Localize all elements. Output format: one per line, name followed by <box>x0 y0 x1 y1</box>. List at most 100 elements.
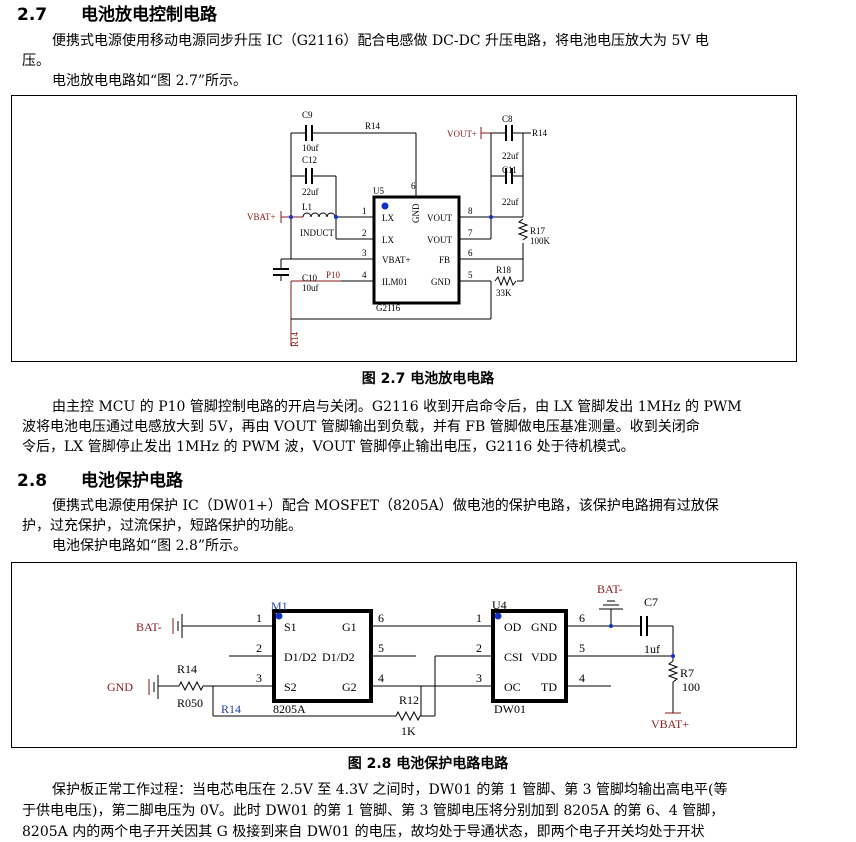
c12-label: C12 <box>302 155 317 165</box>
c10-label: C10 <box>302 273 318 283</box>
c11-label: C11 <box>502 165 517 175</box>
u4-pin-vdd: VDD <box>531 650 557 664</box>
m1-pin-4: 4 <box>378 671 384 685</box>
pin-fb: FB <box>439 255 450 265</box>
paragraph-intro-line1: 便携式电源使用保护 IC（DW01+）配合 MOSFET（8205A）做电池的保… <box>52 498 719 514</box>
paragraph-body-line2: 于供电电压)，第二脚电压为 0V。此时 DW01 的第 1 管脚、第 3 管脚电… <box>22 803 725 819</box>
paragraph-body-line1: 由主控 MCU 的 P10 管脚控制电路的开启与关闭。G2116 收到开启命令后… <box>52 399 742 415</box>
c8-value: 22uf <box>502 151 519 161</box>
r12-value: 1K <box>401 724 416 738</box>
r18-label: R18 <box>496 265 512 275</box>
u4-pin-3: 3 <box>476 671 482 685</box>
discharge-circuit-schematic: C9 10uf C12 22uf R14 U5 6 GND VBAT+ L1 I… <box>247 110 551 347</box>
figure-2-7-frame: C9 10uf C12 22uf R14 U5 6 GND VBAT+ L1 I… <box>11 95 797 362</box>
r14-right-label: R14 <box>532 128 548 138</box>
c7-value: 1uf <box>644 642 660 656</box>
r14-net-label: R14 <box>221 702 241 716</box>
paragraph-figure-ref: 电池放电电路如“图 2.7”所示。 <box>52 73 248 89</box>
section-title: 电池放电控制电路 <box>81 5 217 25</box>
left-pin-1: 1 <box>362 206 367 216</box>
r14-label: R14 <box>177 662 197 676</box>
r17-label: R17 <box>530 226 546 236</box>
gnd-label: GND <box>107 680 133 694</box>
protection-circuit-schematic: BAT- GND R14 R050 R14 M1 1 2 3 S1 D1/D2 … <box>107 582 700 738</box>
paragraph-figure-ref: 电池保护电路如“图 2.8”所示。 <box>52 538 248 554</box>
pin-vbat: VBAT+ <box>382 255 411 265</box>
paragraph-body-line3: 8205A 内的两个电子开关因其 G 极接到来自 DW01 的电压，故均处于导通… <box>22 824 705 840</box>
r17-value: 100K <box>530 236 551 246</box>
m1-pin-g2: G2 <box>342 680 357 694</box>
pin-vout1: VOUT <box>427 213 452 223</box>
m1-chip-name: 8205A <box>273 702 306 716</box>
m1-pin-g1: G1 <box>342 620 357 634</box>
m1-pin-5: 5 <box>378 641 384 655</box>
figure-2-8-frame: BAT- GND R14 R050 R14 M1 1 2 3 S1 D1/D2 … <box>11 562 797 748</box>
vbat-label: VBAT+ <box>651 717 689 731</box>
inductor-value: INDUCT <box>300 228 334 238</box>
section-number: 2.8 <box>17 471 48 491</box>
paragraph-body-line2: 波将电池电压通过电感放大到 5V，再由 VOUT 管脚输出到负载，并有 FB 管… <box>22 419 700 435</box>
right-pin-5: 5 <box>468 270 473 280</box>
m1-pin-2: 2 <box>256 641 262 655</box>
left-pin-4: 4 <box>362 270 367 280</box>
l1-label: L1 <box>302 202 312 212</box>
paragraph-body-line3: 令后，LX 管脚停止发出 1MHz 的 PWM 波，VOUT 管脚停止输出电压，… <box>22 439 635 455</box>
pin-vout2: VOUT <box>427 235 452 245</box>
figure-2-7-caption: 图 2.7 电池放电电路 <box>361 371 495 387</box>
vbat-input-label: VBAT+ <box>247 212 276 222</box>
r14-bottom-label: R14 <box>290 331 300 347</box>
r7-label: R7 <box>680 666 694 680</box>
gnd-pin-label: GND <box>411 203 421 223</box>
u4-pin-1: 1 <box>476 611 482 625</box>
right-pin-7: 7 <box>468 228 473 238</box>
u4-pin-5: 5 <box>579 641 585 655</box>
figure-2-8-caption: 图 2.8 电池保护电路电路 <box>347 756 509 772</box>
c7-label: C7 <box>644 595 658 609</box>
m1-pin-3: 3 <box>256 671 262 685</box>
left-pin-2: 2 <box>362 228 367 238</box>
m1-pin-d1d2-right: D1/D2 <box>322 650 355 664</box>
u4-label: U4 <box>492 598 507 612</box>
u4-pin-4: 4 <box>579 671 585 685</box>
m1-pin-s2: S2 <box>284 680 297 694</box>
u4-pin-td: TD <box>541 680 557 694</box>
right-pin-6: 6 <box>468 248 473 258</box>
p10-label: P10 <box>326 270 341 280</box>
section-number: 2.7 <box>17 5 48 25</box>
section-title: 电池保护电路 <box>81 471 183 491</box>
r7-value: 100 <box>682 680 700 694</box>
c8-label: C8 <box>502 114 513 124</box>
r14-top-label: R14 <box>365 121 381 131</box>
vout-label: VOUT+ <box>447 129 477 139</box>
c9-value: 10uf <box>302 143 319 153</box>
u4-pin-oc: OC <box>504 680 521 694</box>
r14-value: R050 <box>177 696 203 710</box>
pin-ilm: ILM01 <box>382 277 408 287</box>
c12-value: 22uf <box>302 187 319 197</box>
right-pin-8: 8 <box>468 206 473 216</box>
paragraph-intro-line1: 便携式电源使用移动电源同步升压 IC（G2116）配合电感做 DC-DC 升压电… <box>52 33 709 49</box>
m1-pin-1: 1 <box>256 611 262 625</box>
r18-value: 33K <box>496 288 512 298</box>
m1-pin-s1: S1 <box>284 620 297 634</box>
u4-chip-name: DW01 <box>494 702 526 716</box>
pin-lx2: LX <box>382 235 394 245</box>
u4-pin-gnd: GND <box>531 620 557 634</box>
chip-name: G2116 <box>376 303 401 313</box>
r12-label: R12 <box>399 693 419 707</box>
c9-label: C9 <box>302 110 313 120</box>
left-pin-3: 3 <box>362 248 367 258</box>
bat-minus-left-label: BAT- <box>136 620 162 634</box>
u4-pin-od: OD <box>504 620 522 634</box>
c11-value: 22uf <box>502 197 519 207</box>
m1-label: M1 <box>271 599 288 613</box>
bat-minus-top-label: BAT- <box>597 582 623 596</box>
pin6-top: 6 <box>411 181 416 191</box>
u4-pin-6: 6 <box>579 611 585 625</box>
pin-gnd: GND <box>431 277 451 287</box>
u5-label: U5 <box>373 186 384 196</box>
c10-value: 10uf <box>302 283 319 293</box>
section-heading-2-8: 2.8 电池保护电路 <box>17 466 183 491</box>
paragraph-intro-line2: 压。 <box>22 53 50 69</box>
section-heading-2-7: 2.7 电池放电控制电路 <box>17 0 217 25</box>
